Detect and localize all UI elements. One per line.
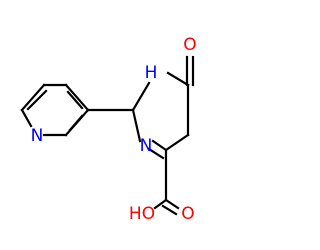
atom-n-pyridine: N (31, 126, 44, 146)
bond-py-c4-c3 (64, 83, 90, 112)
bond-py-c3-c2-inner (68, 114, 84, 132)
atom-n-ring: N (140, 136, 153, 156)
bond-py-c4-c3-inner (66, 90, 84, 110)
atom-o-double-carboxyl: O (181, 204, 194, 224)
bond-cooh-c-oh (153, 198, 168, 210)
bond-c5-c4 (164, 133, 190, 152)
bond-py-n1-c6 (20, 108, 33, 128)
bond-cooh-c-o-double-b (161, 204, 178, 216)
bond-cooh-c-o-double-a (164, 198, 180, 210)
bond-c2-n1 (131, 81, 151, 112)
atom-o-keto: O (183, 35, 196, 55)
atom-nh-hydrogen: H (145, 63, 158, 83)
chemical-structure-diagram: O H N N O HO (20, 35, 197, 224)
bond-c4-n3-double (147, 147, 165, 160)
bond-n1-c6 (166, 71, 190, 87)
bond-py-c6-c5-inner (26, 89, 48, 111)
bond-layer (20, 55, 195, 216)
bond-py-c6-c5 (20, 83, 46, 112)
atom-label-layer: O H N N O HO (31, 35, 197, 224)
atom-oh: HO (129, 204, 155, 224)
bond-c4-n3 (151, 139, 168, 152)
bond-n3-c2 (131, 108, 142, 143)
